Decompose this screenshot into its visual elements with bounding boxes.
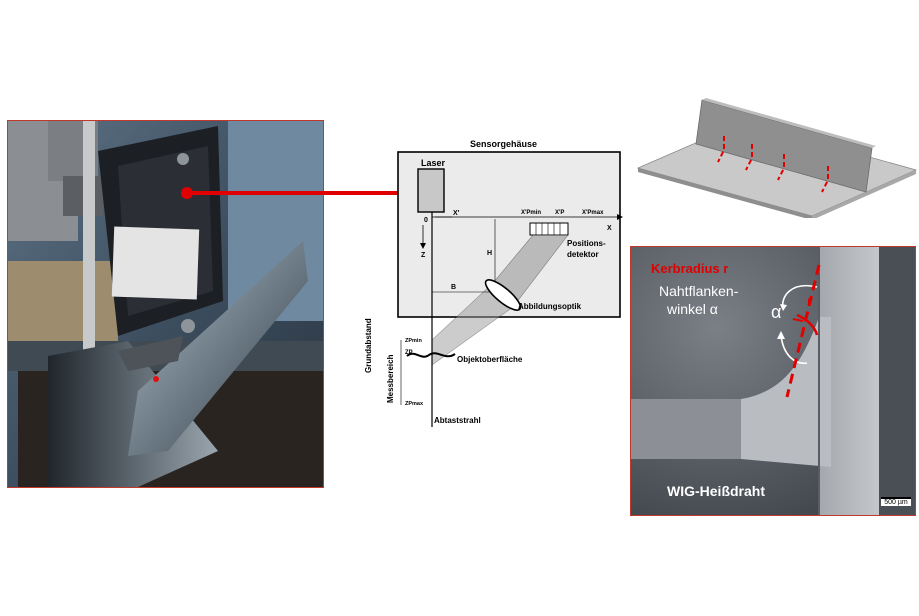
angle-annotation [777,264,821,398]
flank-angle-line [785,264,821,398]
laser-box [417,168,445,213]
laser-label: Laser [421,158,446,168]
surface-label: Objektoberfläche [457,355,523,364]
weld-micrograph: Kerbradius r Nahtflanken- winkel α α r W… [630,246,916,516]
zp-label: ZP [405,350,413,356]
zpmin-label: ZPmin [405,338,422,344]
measuring-range-label: Messbereich [386,354,395,403]
alpha-symbol: α [771,302,782,322]
x-pmax-label: X'Pmax [582,210,604,216]
connector-dot [181,187,193,199]
origin-label: 0 [424,217,428,224]
optics-label: Abbildungsoptik [518,302,582,311]
angle-label-1: Nahtflanken- [659,283,739,299]
sensor-photo-drawing [8,121,323,487]
optics-lens [484,279,522,311]
radius-label: Kerbradius r [651,261,729,276]
x-pmin-label: X'Pmin [521,210,541,216]
r-symbol: r [807,293,813,309]
h-label: H [487,250,492,257]
scale-bar: 500 µm [881,497,911,506]
micrograph-drawing [631,247,915,515]
sensor-photo [7,120,324,488]
base-distance-label: Grundabstand [364,318,373,373]
weld-section-marks [717,136,829,193]
z-axis-label: Z [421,252,426,259]
t-joint-drawing [636,98,918,218]
angle-label-2: winkel α [667,301,718,317]
beam-label: Abtaststrahl [434,416,481,425]
x-axis-label: X [607,225,612,232]
position-detector-label-1: Positions- [567,239,606,248]
process-label: WIG-Heißdraht [667,483,765,499]
position-detector-label-2: detektor [567,250,599,259]
x-p-label: X'P [555,210,564,216]
object-surface [406,352,456,358]
housing-label: Sensorgehäuse [470,139,537,149]
zpmax-label: ZPmax [405,401,424,407]
x-prime-label: X' [453,210,460,217]
triangulation-diagram: Sensorgehäuse Laser 0 X X' Z X'Pmin X'P … [364,139,623,427]
b-label: B [451,284,456,291]
